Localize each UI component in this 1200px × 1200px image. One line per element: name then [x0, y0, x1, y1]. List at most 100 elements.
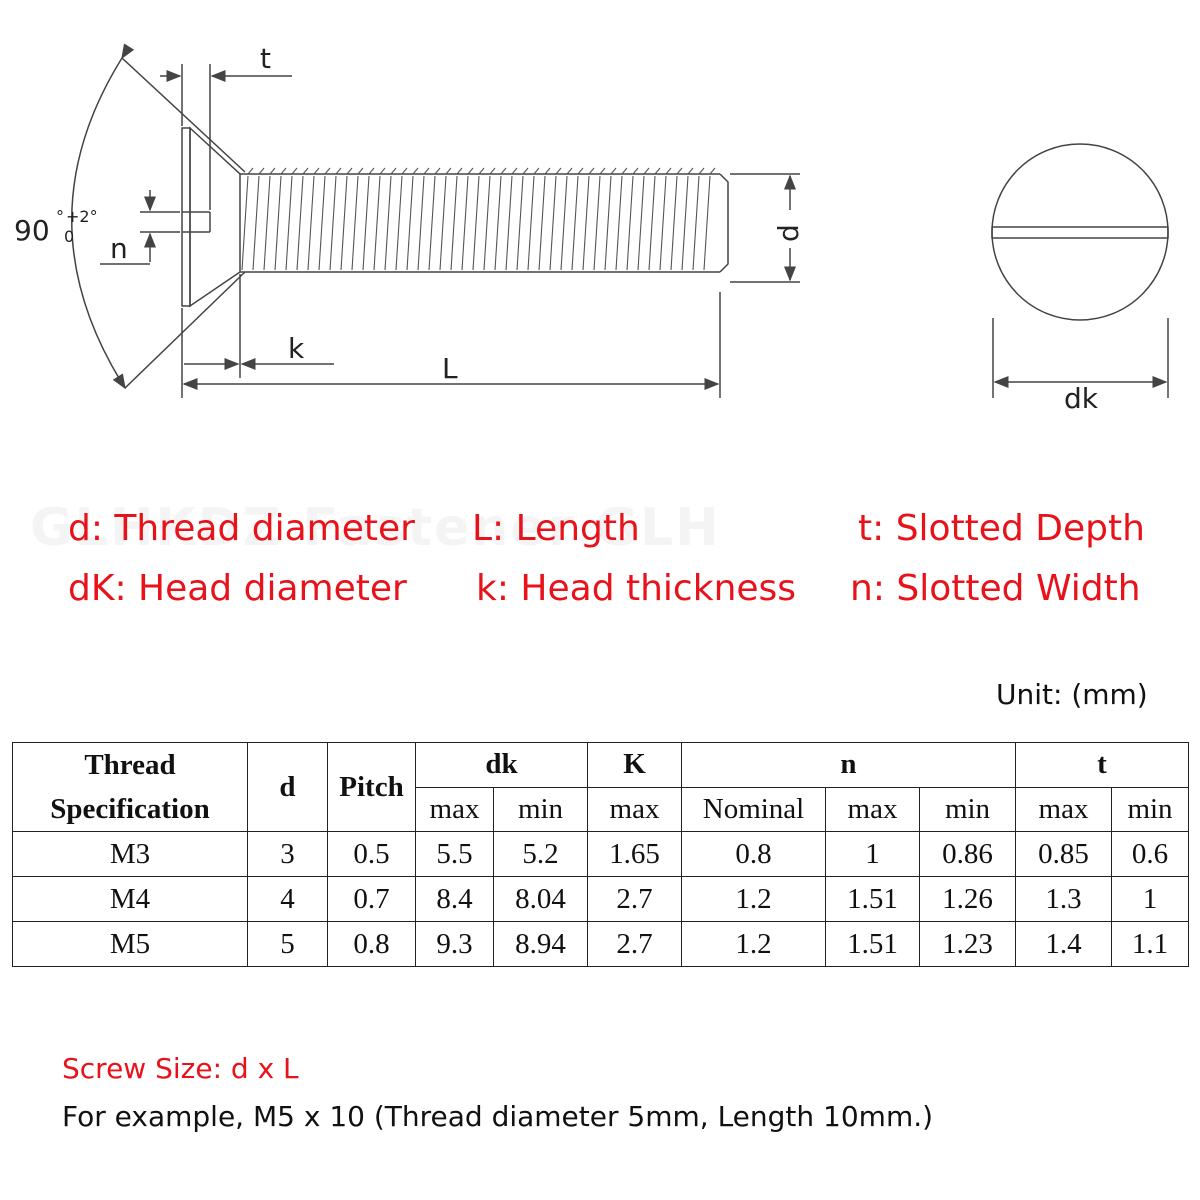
cell: 1.2: [681, 921, 826, 967]
thread-crest: [401, 167, 408, 175]
thread-line: [615, 175, 623, 271]
spec-table: Thread Specification d Pitch dk K n t ma…: [12, 742, 1189, 967]
table-row: M4 4 0.7 8.4 8.04 2.7 1.2 1.51 1.26 1.3 …: [12, 876, 1189, 922]
cell: 8.04: [493, 876, 588, 922]
thread-line: [296, 175, 304, 271]
cell: 1.26: [919, 876, 1016, 922]
cell: 1.51: [825, 921, 920, 967]
thread-crest: [478, 167, 485, 175]
thread-line: [582, 175, 590, 271]
thread-crest: [423, 167, 430, 175]
thread-crest: [654, 167, 661, 175]
label-k: k: [288, 332, 305, 365]
cell: 5: [247, 921, 328, 967]
legend-n: n: Slotted Width: [850, 568, 1141, 609]
thread-crest: [566, 167, 573, 175]
cell: M3: [12, 831, 248, 877]
thread-crest: [687, 167, 694, 175]
cell: 4: [247, 876, 328, 922]
thread-line: [637, 175, 645, 271]
cell: 1: [825, 831, 920, 877]
cell: 1.2: [681, 876, 826, 922]
cell: 1.23: [919, 921, 1016, 967]
thread-line: [318, 175, 326, 271]
thread-crest: [533, 167, 540, 175]
table-row: M3 3 0.5 5.5 5.2 1.65 0.8 1 0.86 0.85 0.…: [12, 831, 1189, 877]
thread-line: [373, 175, 381, 271]
thread-crest: [302, 167, 309, 175]
thread-line: [329, 175, 337, 271]
screw-size-note: Screw Size: d x L: [62, 1052, 299, 1085]
thread-line: [659, 175, 667, 271]
thread-crest: [610, 167, 617, 175]
thread-line: [604, 175, 612, 271]
sub-dk-min: min: [493, 786, 588, 832]
thread-line: [417, 175, 425, 271]
table-row: M5 5 0.8 9.3 8.94 2.7 1.2 1.51 1.23 1.4 …: [12, 921, 1189, 967]
sub-n-max: max: [825, 786, 920, 832]
cell: 5.5: [415, 831, 494, 877]
header-pitch: Pitch: [327, 742, 416, 832]
cell: 0.85: [1015, 831, 1112, 877]
label-angle-sup: +2°: [66, 207, 98, 226]
cell: 1.3: [1015, 876, 1112, 922]
header-thread-spec: Thread Specification: [12, 742, 248, 832]
thread-line: [241, 175, 249, 271]
thread-line: [395, 175, 403, 271]
thread-crest: [577, 167, 584, 175]
thread-crest: [643, 167, 650, 175]
legend-d: d: Thread diameter: [68, 508, 415, 549]
thread-line: [450, 175, 458, 271]
thread-line: [692, 175, 700, 271]
thread-crest: [698, 167, 705, 175]
thread-line: [505, 175, 513, 271]
label-t: t: [260, 42, 271, 75]
header-d: d: [247, 742, 328, 832]
legend-t: t: Slotted Depth: [858, 508, 1145, 549]
cell: 2.7: [587, 876, 682, 922]
thread-crest: [269, 167, 276, 175]
thread-crest: [313, 167, 320, 175]
cell: 0.8: [327, 921, 416, 967]
thread-line: [538, 175, 546, 271]
sub-t-min: min: [1111, 786, 1189, 832]
thread-crest: [665, 167, 672, 175]
label-angle-sub: 0: [64, 227, 74, 246]
sub-K-max: max: [587, 786, 682, 832]
legend-L: L: Length: [472, 508, 640, 549]
cell: 8.94: [493, 921, 588, 967]
thread-line: [274, 175, 282, 271]
cell: 1.65: [587, 831, 682, 877]
cell: 3: [247, 831, 328, 877]
thread-crest: [291, 167, 298, 175]
thread-line: [681, 175, 689, 271]
thread-line: [461, 175, 469, 271]
thread-crest: [555, 167, 562, 175]
header-t: t: [1015, 742, 1189, 788]
label-n: n: [110, 232, 128, 265]
cell: 1.4: [1015, 921, 1112, 967]
thread-crest: [599, 167, 606, 175]
cell: 2.7: [587, 921, 682, 967]
thread-line: [406, 175, 414, 271]
thread-crest: [500, 167, 507, 175]
thread-crest: [324, 167, 331, 175]
thread-line: [285, 175, 293, 271]
header-thread-line1: Thread: [84, 749, 176, 781]
cell: 0.6: [1111, 831, 1189, 877]
header-n: n: [681, 742, 1016, 788]
cell: 9.3: [415, 921, 494, 967]
watermark: GLHKDZ Fastener GLH: [30, 498, 721, 558]
label-angle: 90: [14, 214, 50, 247]
cell: M5: [12, 921, 248, 967]
thread-crest: [280, 167, 287, 175]
sub-n-min: min: [919, 786, 1016, 832]
thread-crest: [676, 167, 683, 175]
thread-line: [626, 175, 634, 271]
unit-label: Unit: (mm): [996, 678, 1148, 711]
thread-line: [340, 175, 348, 271]
sub-t-max: max: [1015, 786, 1112, 832]
thread-crest: [390, 167, 397, 175]
thread-line: [648, 175, 656, 271]
thread-line: [472, 175, 480, 271]
